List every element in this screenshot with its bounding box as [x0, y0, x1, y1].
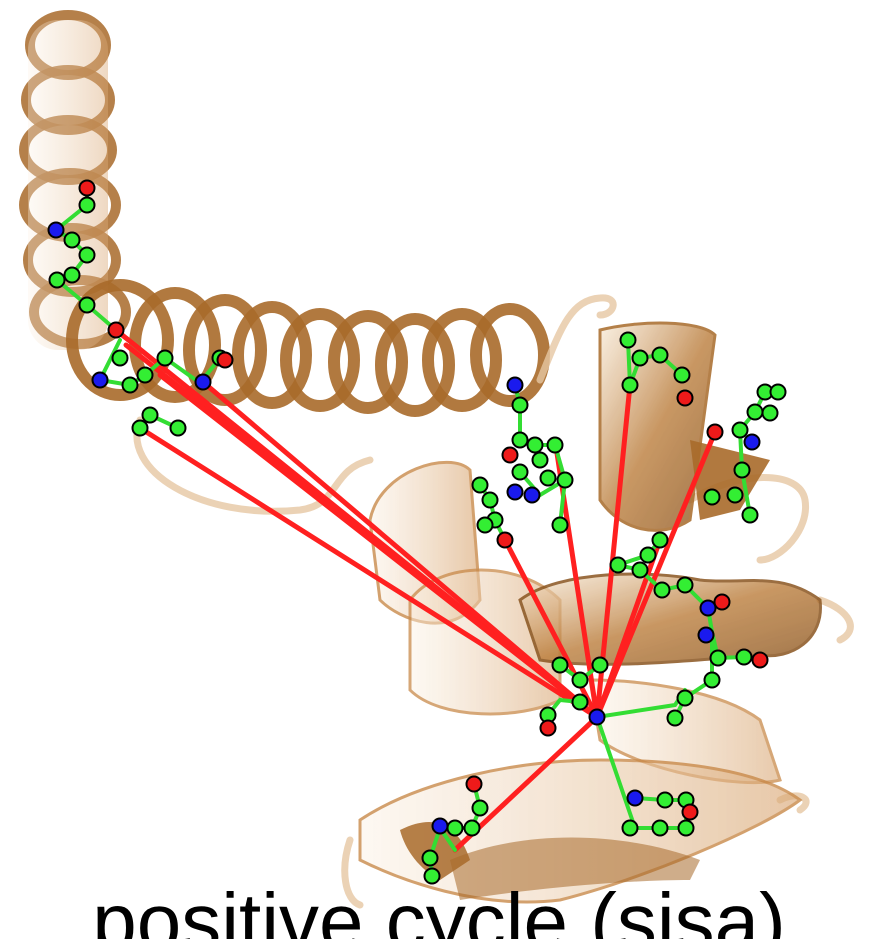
figure-caption-text: positive cycle (sisa)	[92, 882, 786, 939]
helix-vertical-fill	[28, 20, 108, 350]
helix-horizontal	[72, 285, 544, 411]
figure-caption: positive cycle (sisa)	[0, 868, 878, 939]
